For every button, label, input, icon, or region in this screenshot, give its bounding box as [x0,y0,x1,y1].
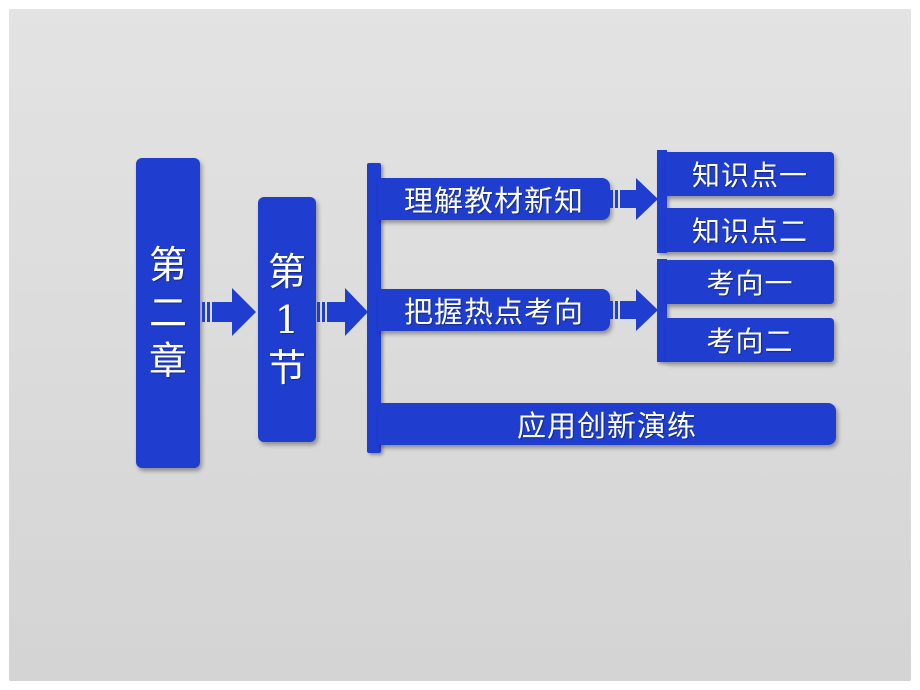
leaf-connector-bar-bottom [657,259,667,362]
chapter-char-1: 第 [148,243,187,287]
branch-practice-label: 应用创新演练 [516,409,697,443]
section-char-3: 节 [267,345,306,390]
leaf-point-2-label: 知识点二 [691,215,808,248]
leaf-point-1: 知识点一 [666,152,834,196]
leaf-connector-bar-top [657,150,667,253]
branch-practice: 应用创新演练 [378,403,836,445]
arrow-right-icon [317,288,368,336]
section-char-2: 1 [274,297,300,342]
leaf-direction-1-label: 考向一 [706,267,794,300]
branch-grasp-label: 把握热点考向 [403,295,584,329]
chapter-box: 第 二 章 [136,158,200,468]
leaf-direction-1: 考向一 [666,260,834,304]
leaf-direction-2-label: 考向二 [706,325,794,358]
section-box: 第 1 节 [258,197,316,442]
section-char-1: 第 [267,249,306,294]
arrow-right-icon [610,178,658,220]
chapter-char-2: 二 [148,291,187,335]
branch-grasp: 把握热点考向 [378,289,610,331]
leaf-point-2: 知识点二 [666,208,834,252]
chapter-char-3: 章 [148,339,187,383]
branch-connector-bar [367,163,381,453]
branch-understand: 理解教材新知 [378,178,610,220]
leaf-point-1-label: 知识点一 [691,159,808,192]
arrow-right-icon [202,288,256,336]
arrow-right-icon [610,289,658,331]
leaf-direction-2: 考向二 [666,318,834,362]
branch-understand-label: 理解教材新知 [403,184,584,218]
